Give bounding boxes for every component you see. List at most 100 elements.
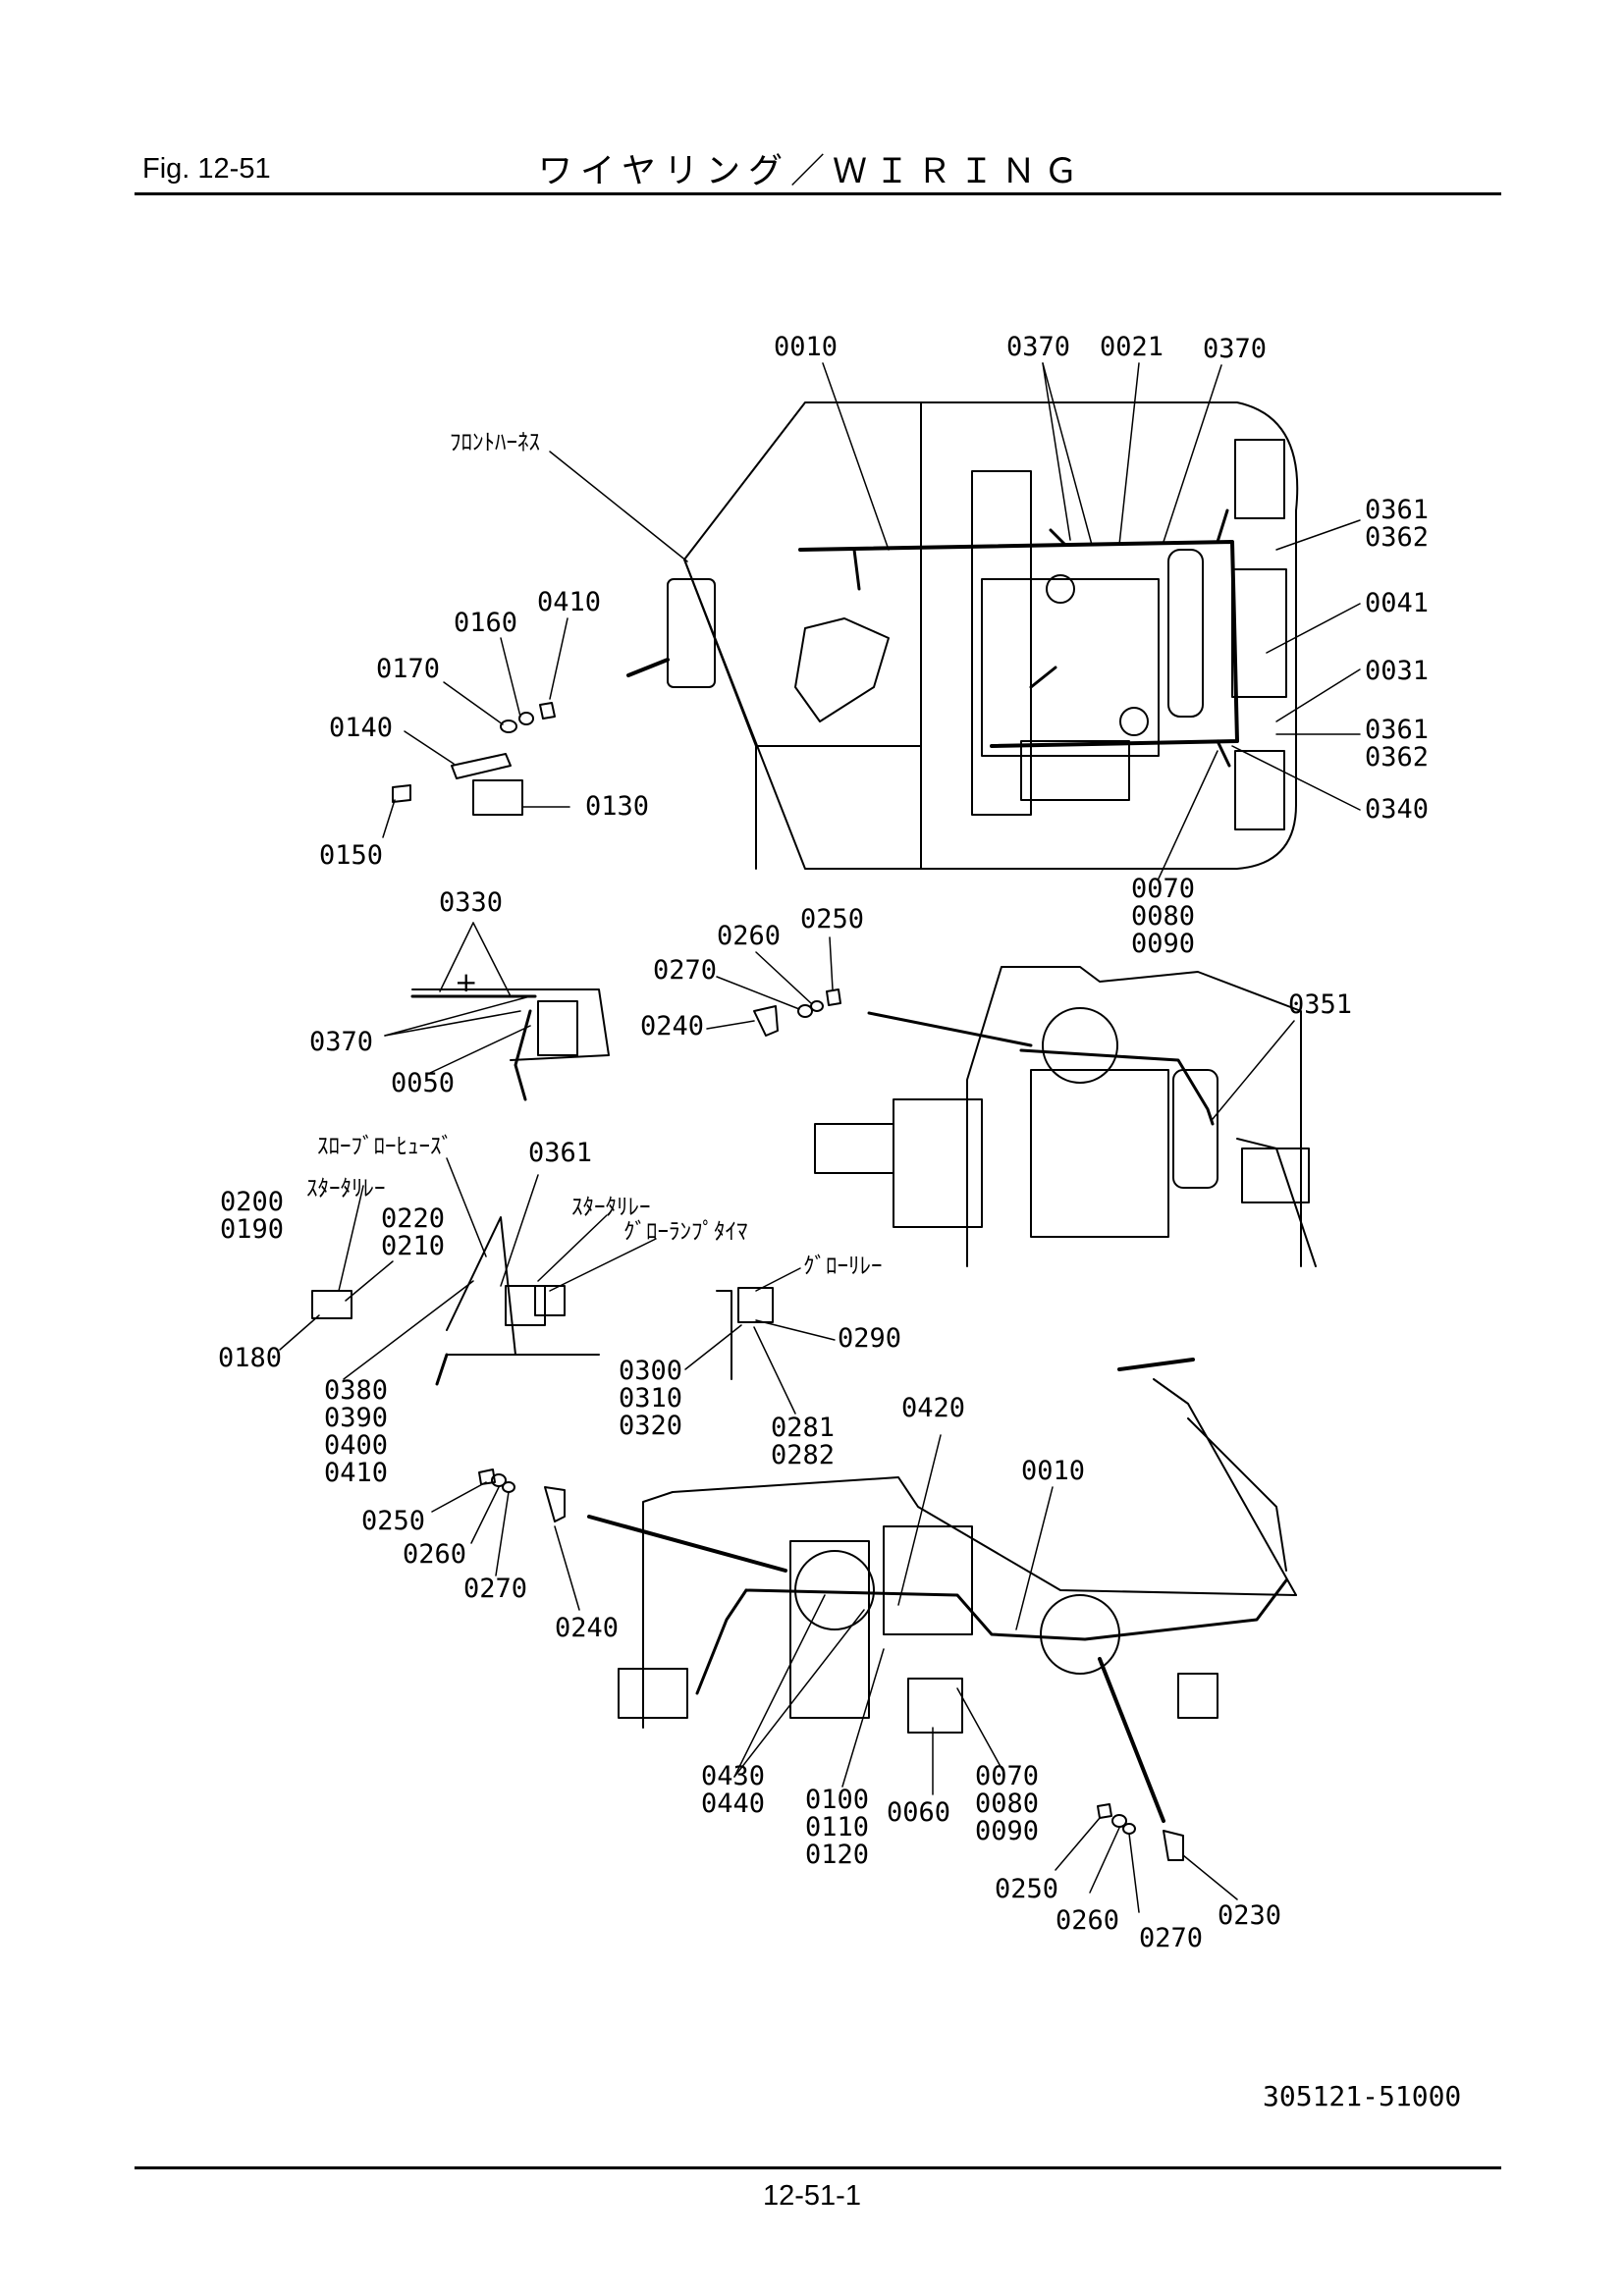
callout-0361: 0361: [1365, 495, 1429, 525]
callout-0120: 0120: [805, 1840, 869, 1870]
harness-bottom: [744, 1578, 1288, 1641]
callout-0390: 0390: [324, 1403, 388, 1433]
lamp-leads: [1216, 508, 1231, 768]
battery-housing: [411, 988, 610, 1061]
callout-0260: 0260: [1056, 1905, 1119, 1936]
drawing-code: 305121-51000: [1263, 2080, 1462, 2112]
branch-leads: [852, 528, 1067, 689]
callout-0270: 0270: [1139, 1923, 1203, 1953]
callout-0410: 0410: [537, 587, 601, 617]
part-0130-relay: [472, 779, 523, 816]
pulley: [1046, 574, 1075, 604]
callout-0370: 0370: [1006, 332, 1070, 362]
callout-0041: 0041: [1365, 588, 1429, 618]
part-0410-nut: [539, 702, 556, 720]
detail-circle-right: [1040, 1594, 1120, 1675]
fuse-bracket-parts: [382, 617, 570, 838]
callout-0031: 0031: [1365, 656, 1429, 686]
callout-0080: 0080: [975, 1789, 1039, 1819]
side-view-engine: [814, 966, 1317, 1267]
callout-0180: 0180: [218, 1343, 282, 1373]
callout-0410: 0410: [324, 1458, 388, 1488]
callout-0310: 0310: [619, 1383, 682, 1414]
clamp-parts-upper: [706, 936, 1033, 1047]
battery-bottom: [907, 1678, 963, 1734]
glow-relay-box: [737, 1287, 774, 1323]
callout-0170: 0170: [376, 654, 440, 684]
callout-0240: 0240: [640, 1011, 704, 1041]
callout-0010: 0010: [1021, 1456, 1085, 1486]
glow-lamp-timer-box: [534, 1285, 566, 1316]
pump-assembly: [794, 617, 890, 722]
frame-outline: [642, 1476, 1297, 1729]
part-0170-washer: [500, 720, 517, 733]
callout-0270: 0270: [463, 1574, 527, 1604]
callout-0110: 0110: [805, 1812, 869, 1842]
pump-housing: [893, 1098, 983, 1228]
top-view-leaders: [549, 362, 1361, 880]
page-number: 12-51-1: [763, 2180, 861, 2212]
engine-block: [981, 578, 1160, 757]
callout-0320: 0320: [619, 1411, 682, 1441]
engine-outline: [966, 966, 1302, 1267]
engine-side-block: [1030, 1069, 1169, 1238]
clamp-parts-left: [431, 1468, 580, 1611]
part-0230-clamp: [1163, 1830, 1184, 1861]
side-harness: [1019, 1048, 1215, 1126]
engine-bottom: [883, 1525, 973, 1635]
callout-0362: 0362: [1365, 522, 1429, 553]
starter-relay-box: [505, 1285, 546, 1326]
radiator: [1167, 549, 1204, 718]
callout-0230: 0230: [1218, 1900, 1281, 1931]
callout-0290: 0290: [838, 1323, 901, 1354]
part-0160-washer: [518, 712, 534, 725]
relay-panel: [446, 1216, 516, 1356]
battery-top: [1231, 568, 1287, 698]
callout-0240: 0240: [555, 1613, 619, 1643]
callout-0270: 0270: [653, 955, 717, 986]
callout-0420: 0420: [901, 1393, 965, 1423]
callout-0340: 0340: [1365, 794, 1429, 825]
callout-0330: 0330: [439, 887, 503, 918]
glow-relay-detail: [684, 1267, 836, 1415]
front-harness-lead: [626, 658, 670, 677]
glow-relay-bracket: [716, 1290, 732, 1380]
steering-column: [1153, 1378, 1297, 1596]
callout-0220: 0220: [381, 1203, 445, 1234]
callout-0440: 0440: [701, 1789, 765, 1819]
callout-0260: 0260: [717, 921, 781, 951]
arrow-upper: [867, 1011, 1033, 1047]
fan: [1172, 1069, 1218, 1189]
arrow-lower: [1098, 1657, 1165, 1823]
detail-circle: [1042, 1007, 1118, 1084]
callout-0050: 0050: [391, 1068, 455, 1098]
label-starter-relay: ｽﾀｰﾀﾘﾚｰ: [306, 1176, 386, 1201]
battery-detail: +: [384, 922, 610, 1101]
callout-0361: 0361: [1365, 715, 1429, 745]
body-outline: [683, 401, 1299, 870]
callout-0362: 0362: [1365, 742, 1429, 773]
part-0240-clamp: [753, 1005, 779, 1037]
callout-0160: 0160: [454, 608, 517, 638]
front-panel: [667, 578, 716, 688]
footer-rule: [135, 2166, 1501, 2169]
callout-0210: 0210: [381, 1231, 445, 1261]
callout-0281: 0281: [771, 1413, 835, 1443]
steering-wheel: [1117, 1358, 1195, 1371]
callout-0361: 0361: [528, 1138, 592, 1168]
part-0240-clamp-left: [544, 1486, 566, 1522]
pedal-link: [1187, 1417, 1287, 1572]
label-starter-relay: ｽﾀｰﾀﾘﾚｰ: [571, 1195, 651, 1220]
main-harness: [798, 540, 1239, 748]
starter-relay-sub: [311, 1290, 352, 1319]
callout-0250: 0250: [995, 1874, 1058, 1904]
callout-0021: 0021: [1100, 332, 1164, 362]
clamp-parts-right: [1055, 1803, 1238, 1913]
relay-detail: [279, 1157, 657, 1386]
callout-0300: 0300: [619, 1356, 682, 1386]
callout-0010: 0010: [774, 332, 838, 362]
figure-number: Fig. 12-51: [142, 153, 271, 185]
callout-0190: 0190: [220, 1214, 284, 1245]
part-0150-bolt: [392, 784, 411, 803]
